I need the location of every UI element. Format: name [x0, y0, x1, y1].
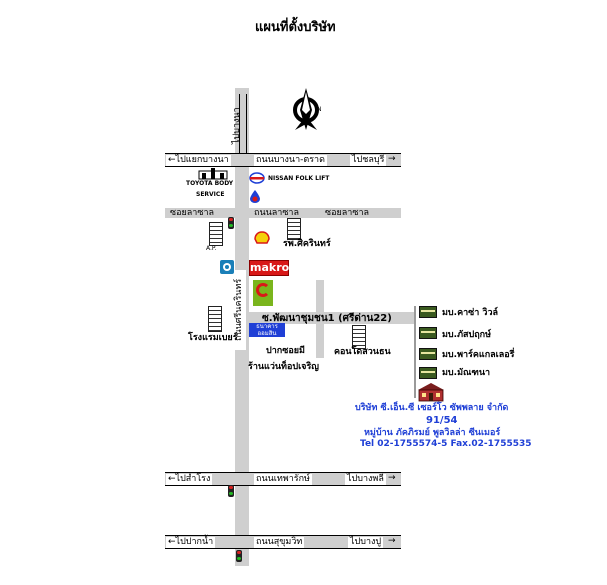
road-edge — [165, 535, 401, 536]
village-house-icon — [419, 367, 437, 379]
big-c-logo-icon — [253, 280, 273, 306]
bank-line2: ออมสิน — [257, 330, 277, 337]
label-village4: มบ.มัณฑนา — [442, 368, 491, 378]
company-contact: Tel 02-1755574-5 Fax.02-1755535 — [360, 439, 532, 449]
label-to-bang-na-junction: ←ไปแยกบางนา — [166, 155, 231, 166]
label-ap: A.P. — [206, 245, 217, 252]
label-soi-pattana: ซ.พัฒนาชุมชน1 (ศรีด่าน22) — [262, 313, 392, 324]
north-compass-icon — [293, 88, 319, 130]
traffic-light-icon — [236, 550, 242, 562]
company-village: หมู่บ้าน ภัคภิรมย์ พูลวิลล่า ซีนเมอร์ — [364, 428, 501, 438]
bank-logo-icon — [220, 260, 234, 274]
bank-line1: ธนาคาร — [256, 323, 278, 330]
label-village3: มบ.พาร์คแกลเลอรี่ — [442, 350, 515, 360]
label-to-bang-pu: ไปบางปู — [348, 537, 384, 548]
label-to-chonburi: ไปชลบุรี — [350, 155, 387, 166]
label-hotel: โรงแรมเบยร์ — [188, 333, 238, 343]
label-village1: มบ.คาซ่า วิวล์ — [442, 308, 499, 318]
company-name: บริษัท ซี.เอ็น.ซี เซอร์โว ซัพพลาย จำกัด — [355, 403, 509, 413]
label-toyota-line1: TOYOTA BODY — [186, 180, 234, 187]
bank-aomsin-sign: ธนาคาร ออมสิน — [249, 323, 285, 337]
compass-letter: N — [317, 106, 322, 113]
map-title: แผนที่ตั้งบริษัท — [255, 20, 336, 35]
hospital-building-icon — [287, 218, 301, 240]
road-edge — [165, 166, 401, 167]
hotel-building-icon — [208, 306, 222, 332]
label-thepharak: ถนนเทพารักษ์ — [254, 474, 312, 485]
label-hospital: รพ.ศิครินทร์ — [283, 239, 331, 249]
label-condo: คอนโดสวนธน — [334, 347, 391, 357]
label-to-paknam: ←ไปปากน้ำ — [166, 537, 216, 548]
label-nissan: NISSAN FOLK LIFT — [268, 175, 330, 182]
label-sukhumvit: ถนนสุขุมวิท — [254, 537, 305, 548]
arrow-right-icon: → — [388, 473, 396, 483]
village-lane — [414, 306, 416, 398]
label-paknam-school: ปากซอยมี — [266, 346, 305, 356]
label-toyota-line2: SERVICE — [196, 191, 225, 198]
ap-building-icon — [209, 222, 223, 246]
label-la-salle-road: ถนนลาซาล — [254, 208, 299, 218]
label-to-samrong: ←ไปสำโรง — [166, 474, 213, 485]
village-house-icon — [419, 348, 437, 360]
road-edge — [165, 548, 401, 549]
arrow-right-icon: → — [388, 154, 396, 164]
label-optical: ร้านแว่นท็อปเจริญ — [248, 362, 319, 372]
condo-building-icon — [352, 325, 366, 349]
village-house-icon — [419, 327, 437, 339]
traffic-light-icon — [228, 217, 234, 229]
road-edge — [165, 485, 401, 486]
company-building-icon — [418, 383, 444, 402]
village-house-icon — [419, 306, 437, 318]
shell-logo-icon — [254, 231, 270, 244]
toyota-building-icon — [198, 168, 228, 180]
soi-pattana-road — [249, 312, 416, 324]
la-salle-road — [165, 208, 401, 218]
label-to-bang-phli: ไปบางพลี — [345, 474, 386, 485]
road-edge — [239, 94, 240, 154]
road-edge — [246, 94, 247, 154]
arrow-right-icon: → — [388, 536, 396, 546]
fuel-station-icon — [250, 190, 260, 203]
label-soi-la-salle-right: ซอยลาซาล — [325, 208, 370, 218]
label-to-bang-na: ไปบางนา — [232, 107, 242, 145]
label-village2: มบ.ภัสปฤกษ์ — [442, 330, 492, 340]
road-edge — [165, 153, 401, 154]
label-soi-la-salle-left: ซอยลาซาล — [170, 208, 215, 218]
makro-logo: makro — [249, 260, 290, 276]
nissan-logo-icon — [249, 172, 265, 184]
road-edge — [165, 472, 401, 473]
traffic-light-icon — [228, 485, 234, 497]
side-street — [316, 280, 324, 358]
company-number: 91/54 — [426, 415, 458, 426]
label-bangna-trat: ถนนบางนา-ตราด — [254, 155, 327, 166]
